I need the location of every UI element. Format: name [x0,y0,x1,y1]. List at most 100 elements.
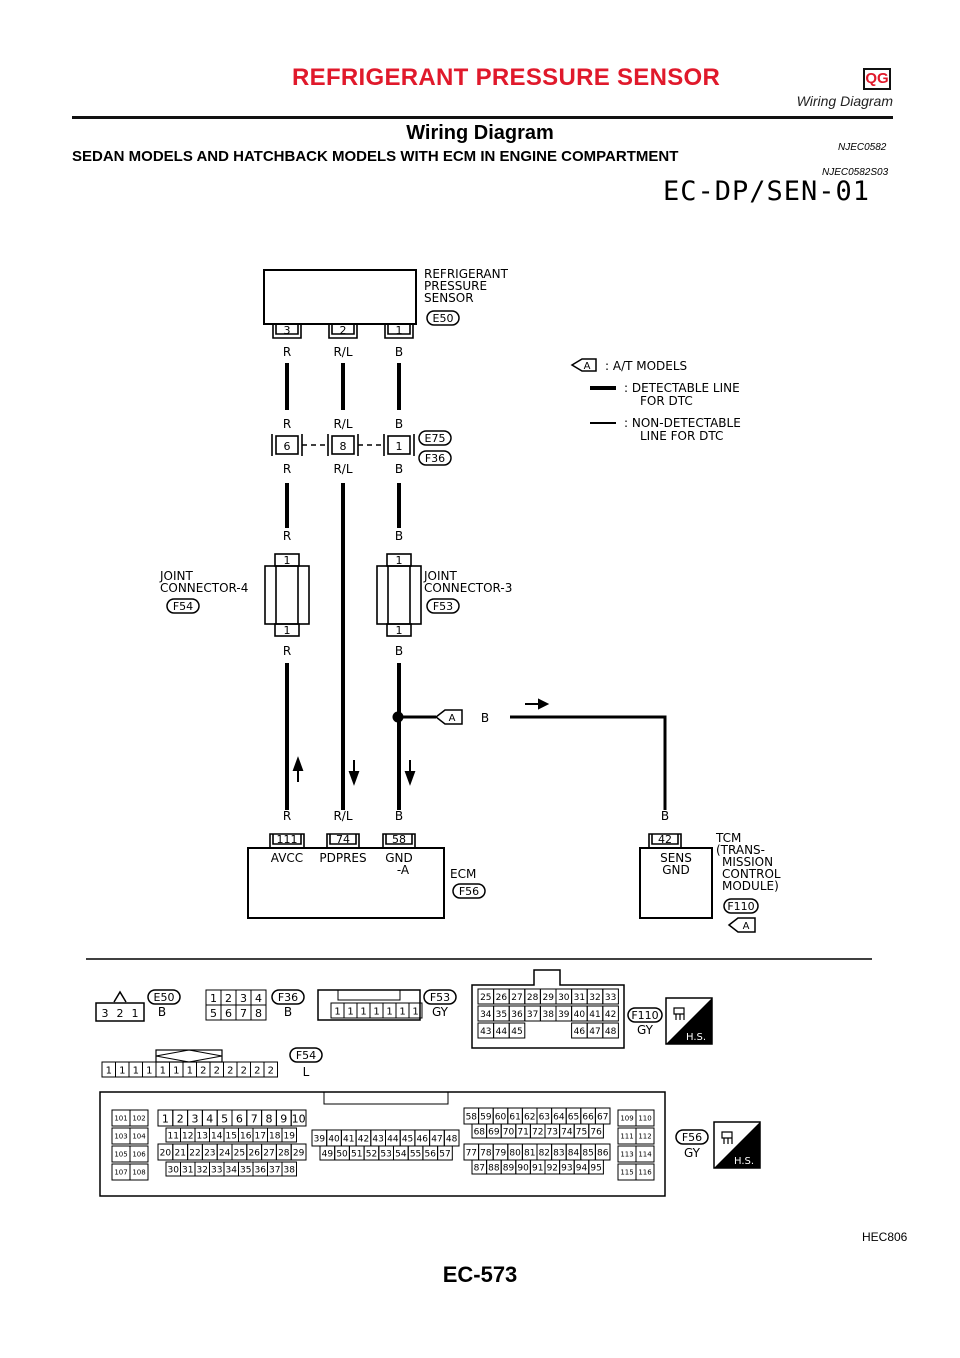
connector-pin-number: 60 [495,1113,507,1123]
tcm-wire [510,715,667,810]
connector-pin-number: 46 [574,1027,586,1037]
connector-pin-number: 40 [328,1135,340,1145]
connector-pin-number: 101 [114,1115,127,1123]
connector-pin-number: 23 [204,1149,215,1159]
connector-pin-number: 1 [399,1007,405,1018]
connector-pin-number: 105 [114,1151,127,1159]
connector-pin-number: 93 [561,1164,572,1174]
wire-label-rl-top: R/L [333,345,352,359]
f53-face-latch [337,989,401,1001]
inline-pin-6: 6 [284,440,291,453]
connector-pin-number: 5 [221,1113,228,1126]
connector-pin-number: 2 [254,1066,260,1077]
joint3-pin-top: 1 [396,554,403,567]
connector-pin-number: 63 [539,1113,550,1123]
tcm-label-4: CONTROL [722,867,781,881]
connector-pin-number: 110 [638,1115,651,1123]
f53-face-id: F53 [430,991,450,1004]
sensor-label-3: SENSOR [424,291,474,305]
wire-label-b-branch: B [481,711,489,725]
f54-face-color: L [303,1065,310,1079]
sensor-label-2: PRESSURE [424,279,487,293]
connector-pin-number: 25 [480,993,491,1003]
connector-cavity [129,1109,149,1127]
connector-cavity [408,1002,423,1019]
connector-pin-number: 2 [225,992,232,1005]
ecm-box [247,847,445,919]
connector-pin-number: 1 [187,1066,193,1077]
connector-pin-number: 55 [410,1150,421,1160]
inline-pin-1: 1 [396,440,403,453]
figure-reference: HEC806 [862,1230,908,1244]
f56-face-color: GY [684,1146,701,1160]
e50-face-tag [147,989,181,1005]
connector-pin-number: 5 [210,1007,217,1020]
legend-detectable-2: FOR DTC [640,394,693,408]
connector-pin-number: 26 [496,993,508,1003]
sensor-connector-id: E50 [433,312,454,325]
connector-pin-number: 29 [542,993,554,1003]
connector-pin-number: 78 [480,1149,492,1159]
ecm-pins [269,833,682,848]
connector-pin-number: 24 [219,1149,231,1159]
tcm-connector-id: F110 [727,900,754,913]
connector-pin-number: 88 [488,1164,500,1174]
page-header-subtitle: Wiring Diagram [796,93,893,109]
tcm-connector-tag [723,898,759,914]
joint-connector-4 [264,553,310,637]
connector-pin-number: 32 [589,993,600,1003]
wire-label-rl-f36: R/L [333,462,352,476]
wire-label-r-f36: R [283,462,291,476]
connector-pin-number: 33 [211,1166,222,1176]
connector-cavity [602,1022,619,1039]
connector-pin-number: 50 [336,1150,348,1160]
section-title: Wiring Diagram [406,122,554,144]
sensor-pin-1: 1 [396,324,403,337]
joint3-connector-id: F53 [433,600,453,613]
joint4-connector-tag [166,598,200,614]
hs-symbol-2: H.S. [713,1121,761,1169]
connector-pin-number: 80 [509,1149,521,1159]
wire-label-b-j3top: B [395,529,403,543]
connector-pin-number: 40 [574,1010,586,1020]
connector-pin-number: 85 [582,1149,593,1159]
ecm-terminal-pdpres: PDPRES [319,851,366,865]
connector-pin-number: 79 [495,1149,507,1159]
inline-connector-pins [271,434,415,456]
connector-pin-number: 3 [240,992,247,1005]
connector-pin-number: 92 [547,1164,558,1174]
signal-arrow-right [525,698,550,710]
connector-pin-number: 15 [226,1132,237,1142]
connector-pin-number: 37 [527,1010,538,1020]
connector-pin-number: 91 [532,1164,543,1174]
connector-pin-number: 90 [517,1164,529,1174]
tcm-a-marker [727,917,756,933]
connector-pin-number: 67 [597,1113,608,1123]
connector-pin-number: 42 [605,1010,616,1020]
wiring-diagram: REFRIGERANT PRESSURE SENSOR E50 3 2 1 R … [86,267,872,1197]
connector-pin-number: 48 [446,1135,458,1145]
signal-arrow-down-2 [404,760,416,786]
connector-pin-number: 1 [412,1007,418,1018]
connector-pin-number: 6 [236,1113,243,1126]
connector-pin-number: 58 [466,1113,478,1123]
connector-pin-number: 1 [386,1007,392,1018]
connector-pin-number: 1 [347,1007,353,1018]
detectable-wires [285,363,401,810]
connector-pin-number: 8 [255,1007,262,1020]
connector-pin-number: 73 [547,1128,558,1138]
connector-pin-number: 19 [284,1132,296,1142]
f36-face-tag [271,989,305,1005]
connector-pin-number: 34 [226,1166,238,1176]
connector-pin-number: 74 [561,1128,573,1138]
connector-pin-number: 89 [503,1164,515,1174]
connector-pin-number: 43 [480,1027,491,1037]
connector-pin-number: 17 [255,1132,266,1142]
legend-nondetectable-1: : NON-DETECTABLE [624,416,741,430]
connector-pin-number: 43 [372,1135,383,1145]
sensor-pins [272,324,414,339]
connector-pin-number: 84 [568,1149,580,1159]
f110-connector-face [471,969,625,1049]
connector-cavity [602,1005,619,1022]
